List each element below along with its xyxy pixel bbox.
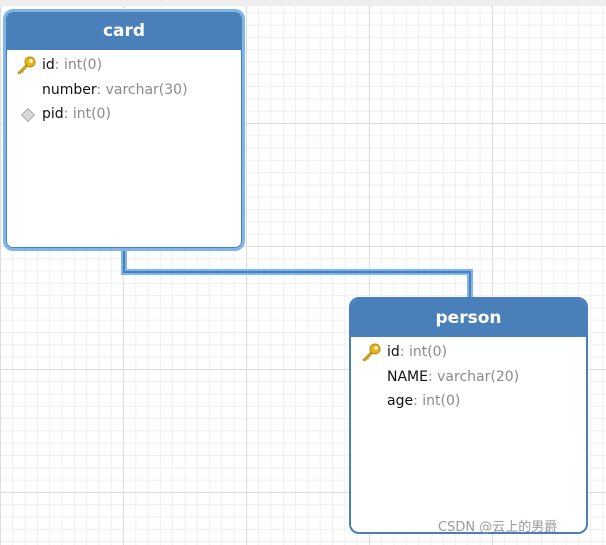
field-name: id bbox=[42, 57, 55, 73]
field-name: pid bbox=[42, 106, 64, 122]
field-type: : int(0) bbox=[413, 393, 461, 409]
primary-key-icon bbox=[362, 343, 381, 361]
entity-person-fields: id: int(0) NAME: varchar(20) age: int(0) bbox=[351, 337, 586, 414]
entity-card-fields: id: int(0) number: varchar(30) pid: int(… bbox=[6, 50, 242, 127]
field-name: age bbox=[387, 393, 414, 409]
field-type: : int(0) bbox=[54, 57, 103, 73]
entity-person-header[interactable]: person bbox=[351, 299, 586, 337]
field-person-id[interactable]: id: int(0) bbox=[351, 340, 586, 365]
field-person-name[interactable]: NAME: varchar(20) bbox=[351, 365, 586, 390]
field-card-id[interactable]: id: int(0) bbox=[6, 53, 242, 78]
canvas-top-strip bbox=[0, 0, 606, 6]
field-name: NAME bbox=[387, 368, 428, 385]
field-name: number bbox=[42, 81, 97, 98]
entity-card[interactable]: card id: int(0) number: varchar(30) pid:… bbox=[3, 9, 245, 251]
entity-card-header[interactable]: card bbox=[6, 12, 242, 50]
watermark: CSDN @云上的男爵 bbox=[438, 520, 558, 535]
field-person-age[interactable]: age: int(0) bbox=[351, 389, 586, 414]
field-type: : int(0) bbox=[399, 344, 448, 360]
entity-person[interactable]: person id: int(0) NAME: varchar(20) age:… bbox=[349, 297, 588, 534]
field-type: : int(0) bbox=[63, 106, 111, 122]
foreign-key-icon bbox=[20, 107, 36, 123]
field-card-number[interactable]: number: varchar(30) bbox=[6, 78, 242, 103]
field-card-pid[interactable]: pid: int(0) bbox=[6, 102, 242, 127]
field-type: : varchar(20) bbox=[427, 368, 520, 385]
field-name: id bbox=[387, 344, 400, 360]
primary-key-icon bbox=[17, 56, 36, 74]
field-type: : varchar(30) bbox=[96, 81, 188, 98]
